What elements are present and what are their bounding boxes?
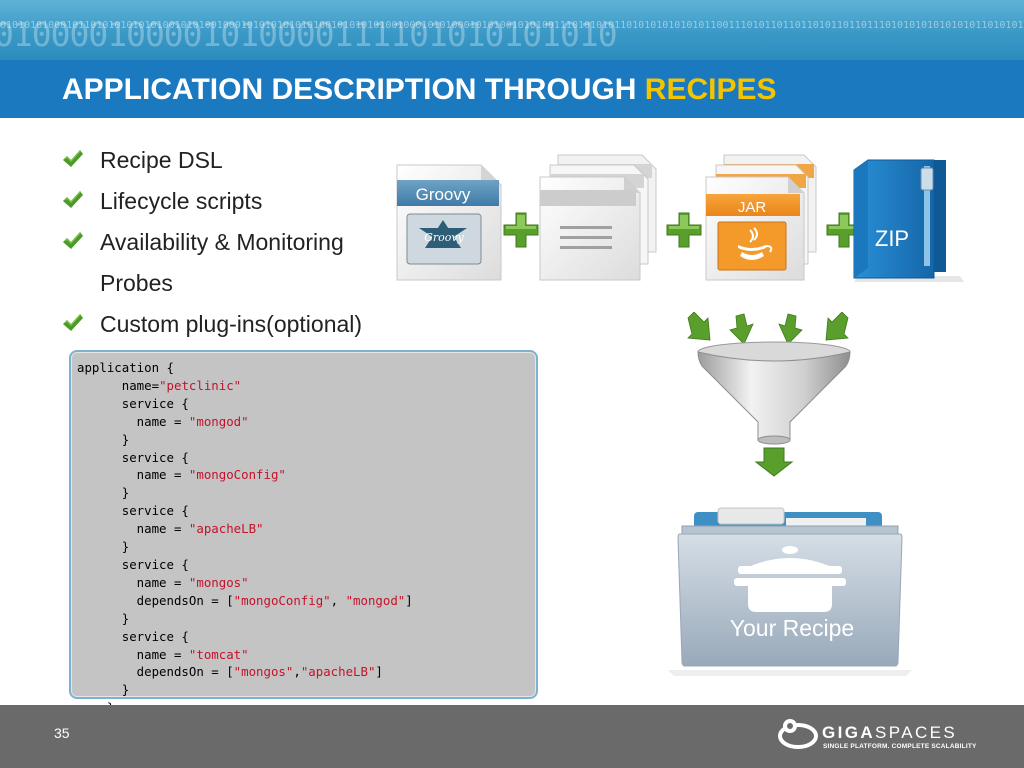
slide-title: APPLICATION DESCRIPTION THROUGH RECIPES	[62, 73, 777, 107]
slide-number: 35	[54, 725, 70, 741]
bullet-text: Lifecycle scripts	[100, 188, 263, 214]
checkmark-icon	[63, 191, 83, 208]
cooking-pot-icon	[734, 546, 846, 612]
bullet-text: Recipe DSL	[100, 147, 223, 173]
arrow-icon	[825, 312, 849, 341]
code-text: ]	[405, 592, 413, 608]
binary-digits-large: 010000100001010000111101010101010	[0, 15, 618, 54]
plus-icon	[826, 212, 862, 248]
bullet-item: Recipe DSL	[62, 140, 407, 181]
code-string: "tomcat"	[188, 646, 249, 662]
jar-label: JAR	[738, 199, 767, 216]
code-text: name=	[77, 377, 160, 393]
title-main: APPLICATION DESCRIPTION THROUGH	[62, 73, 645, 106]
recipe-code: application { name="petclinic" service {…	[77, 359, 413, 717]
code-string: "mongoConfig"	[188, 467, 286, 483]
bullet-list: Recipe DSL Lifecycle scripts Availabilit…	[62, 140, 407, 345]
zip-label: ZIP	[875, 226, 909, 251]
groovy-label: Groovy	[416, 185, 471, 204]
code-text: service {	[77, 449, 189, 465]
code-text: name =	[77, 413, 189, 429]
code-text: ,	[293, 664, 301, 680]
checkmark-icon	[63, 150, 83, 167]
code-string: "mongod"	[345, 592, 406, 608]
checkmark-icon	[63, 232, 83, 249]
arrow-icon	[778, 313, 803, 345]
jar-files-icon: JAR	[705, 154, 817, 281]
code-text: }	[77, 431, 130, 447]
bullet-text: Availability & Monitoring	[100, 229, 344, 255]
bullet-text: Custom plug-ins(optional)	[100, 311, 363, 337]
code-string: "mongod"	[188, 413, 249, 429]
zip-folder-icon: ZIP	[853, 159, 964, 282]
code-string: "apacheLB"	[188, 521, 264, 537]
checkmark-icon	[63, 314, 83, 331]
logo-bold: GIGA	[822, 723, 876, 742]
code-text: dependsOn = [	[77, 592, 234, 608]
code-text: }	[77, 485, 130, 501]
binary-banner: 0101010100010110101010101010010101001000…	[0, 0, 1024, 60]
code-text: service {	[77, 503, 189, 519]
code-text: }	[77, 610, 130, 626]
arrow-icon	[687, 312, 711, 341]
code-text: service {	[77, 556, 189, 572]
code-text: name =	[77, 521, 189, 537]
code-text: name =	[77, 574, 189, 590]
code-string: "mongos"	[233, 664, 294, 680]
funnel-icon	[697, 341, 851, 477]
plus-icon	[503, 212, 539, 248]
bullet-item: Custom plug-ins(optional)	[62, 304, 407, 345]
gigaspaces-logo-text: GIGASPACES	[822, 723, 957, 743]
code-text: }	[77, 539, 130, 555]
recipe-folder-icon	[668, 507, 912, 676]
code-string: "apacheLB"	[300, 664, 376, 680]
bullet-item: Lifecycle scripts	[62, 181, 407, 222]
code-string: "petclinic"	[159, 377, 242, 393]
code-text: ,	[330, 592, 346, 608]
title-bar	[0, 60, 1024, 118]
title-accent: RECIPES	[644, 73, 777, 106]
code-text: name =	[77, 646, 189, 662]
recipe-label: Your Recipe	[729, 615, 855, 641]
script-files-icon	[539, 154, 657, 281]
code-string: "mongoConfig"	[233, 592, 331, 608]
gigaspaces-logo-icon	[778, 719, 818, 749]
bullet-item: Availability & Monitoring Probes	[62, 222, 407, 304]
code-text: }	[77, 682, 130, 698]
code-text: service {	[77, 395, 189, 411]
groovy-file-icon: Groovy Groovy	[396, 164, 502, 281]
groovy-logo-text: Groovy	[424, 231, 465, 244]
recipe-code-box: application { name="petclinic" service {…	[69, 350, 538, 715]
logo-thin: SPACES	[875, 723, 958, 742]
binary-digits-small: 0101010100010110101010101010010101001000…	[0, 20, 1024, 31]
converging-arrows	[687, 312, 849, 345]
plus-icon	[666, 212, 702, 248]
code-text: service {	[77, 628, 189, 644]
footer-bar	[0, 705, 1024, 768]
code-text: name =	[77, 467, 189, 483]
logo-tagline: SINGLE PLATFORM. COMPLETE SCALABILITY	[823, 743, 977, 750]
code-text: application {	[77, 360, 174, 375]
code-text: dependsOn = [	[77, 664, 234, 680]
arrow-icon	[729, 313, 754, 345]
bullet-text-continuation: Probes	[100, 270, 173, 296]
code-text: ]	[375, 664, 383, 680]
code-string: "mongos"	[188, 574, 249, 590]
